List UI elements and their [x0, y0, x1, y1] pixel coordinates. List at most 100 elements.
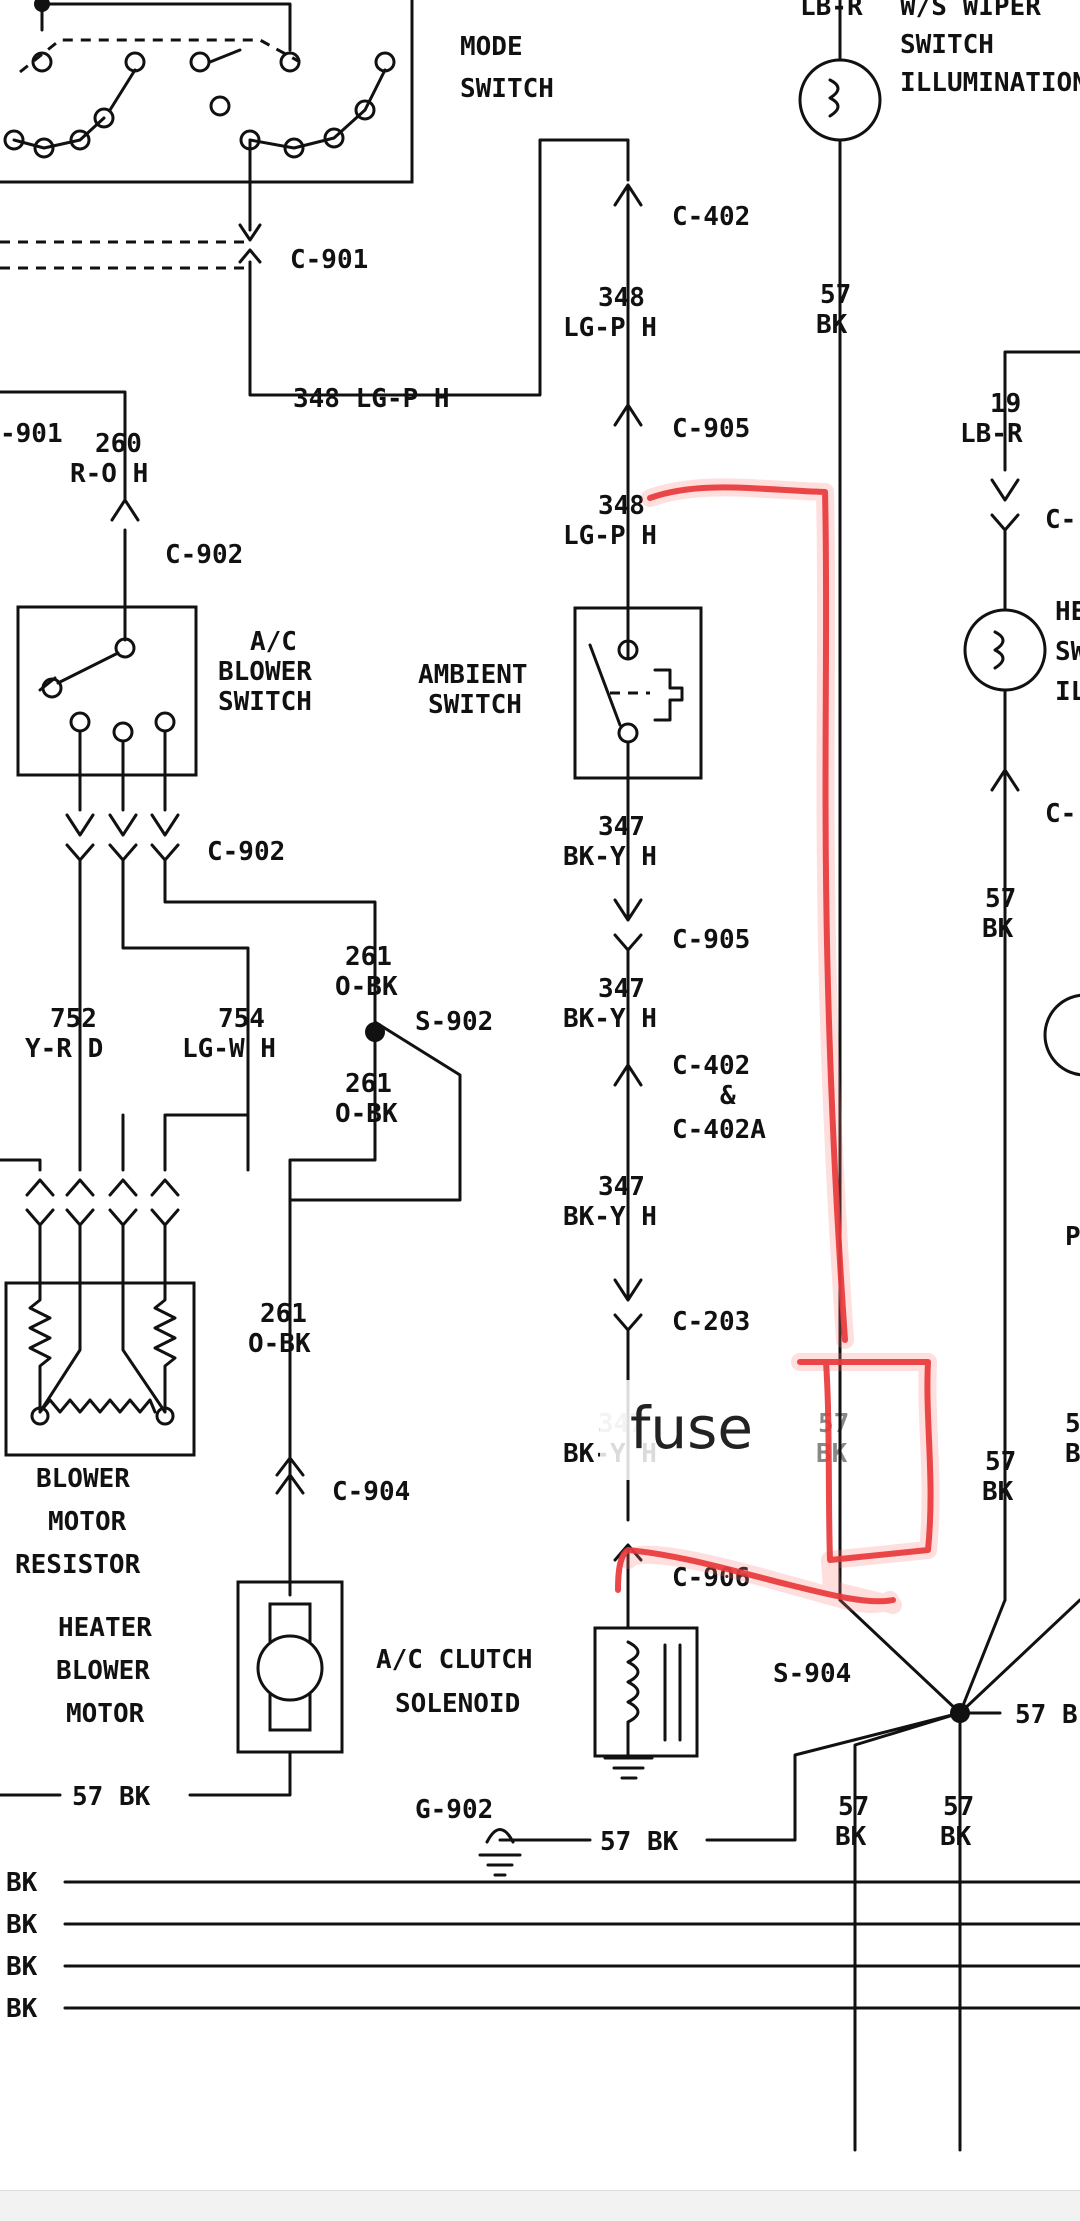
ac-blower-label-2: BLOWER [218, 657, 312, 687]
wiper-label-lbr: LB-R [800, 0, 863, 22]
w754-color: LG-W H [182, 1034, 276, 1064]
ground-bus [63, 1880, 1080, 2010]
c902-label-a: C-902 [165, 540, 243, 570]
w57-top-color: BK [816, 310, 848, 340]
bus-label-2: BK [6, 1910, 38, 1940]
heater-blower-motor [188, 1580, 344, 1797]
s902-splice [365, 1022, 385, 1042]
c904-label: C-904 [332, 1477, 410, 1507]
wire-348-horiz-label: 348 LG-P H [293, 384, 450, 414]
w347-a-num: 347 [598, 812, 645, 842]
bus-label-3: BK [6, 1952, 38, 1982]
wiper-label-1: W/S WIPER [900, 0, 1041, 22]
resistor-label-1: BLOWER [36, 1464, 130, 1494]
c905-label-b: C-905 [672, 925, 750, 955]
resistor-label-3: RESISTOR [15, 1550, 141, 1580]
wire-260 [0, 390, 140, 612]
g902-ground [478, 1828, 542, 1877]
w57-right-color: BK [982, 914, 1014, 944]
wire-348-vertical [613, 183, 643, 612]
w347-c-num: 347 [598, 1172, 645, 1202]
right-edge-il: IL [1055, 677, 1080, 707]
wire-19-57-right [990, 350, 1080, 1602]
w19-num: 19 [990, 389, 1021, 419]
right-edge-he: HE [1055, 597, 1080, 627]
ambient-switch-label-1: AMBIENT [418, 660, 528, 690]
blower-motor-resistor [4, 1178, 196, 1457]
w57-b0-color: BK [982, 1477, 1014, 1507]
bus-label-1: BK [6, 1868, 38, 1898]
s902-label: S-902 [415, 1007, 493, 1037]
w901-label: -901 [0, 419, 63, 449]
w347-c-color: BK-Y H [563, 1202, 657, 1232]
bottom-edge-bar [0, 2190, 1080, 2221]
ac-blower-label-1: A/C [250, 627, 297, 657]
wiper-switch-illumination [798, 0, 882, 1602]
w57-hbm-label: 57 BK [72, 1782, 151, 1812]
resistor-label-2: MOTOR [48, 1507, 127, 1537]
c402-label: C-402 [672, 202, 750, 232]
w261-a-num: 261 [345, 942, 392, 972]
w57-right-h-label: 57 B [1015, 1700, 1078, 1730]
w260-num: 260 [95, 429, 142, 459]
right-edge-5: 5 [1065, 1409, 1080, 1439]
w261-c-num: 261 [260, 1299, 307, 1329]
s904-splice [718, 1598, 1080, 2152]
g902-label: G-902 [415, 1795, 493, 1825]
right-c-label-1: C- [1045, 505, 1076, 535]
wire-348-upper [238, 138, 630, 397]
w57-b2-num: 57 [943, 1792, 974, 1822]
wiper-label-3: ILLUMINATION [900, 68, 1080, 98]
w348-top-color: LG-P H [563, 313, 657, 343]
c905-label-a: C-905 [672, 414, 750, 444]
w57-g902-label: 57 BK [600, 1827, 679, 1857]
w57-b1-color: BK [835, 1822, 867, 1852]
w57-top-num: 57 [820, 280, 851, 310]
ac-blower-label-3: SWITCH [218, 687, 312, 717]
w347-b-color: BK-Y H [563, 1004, 657, 1034]
s904-label: S-904 [773, 1659, 851, 1689]
mode-switch [0, 0, 414, 184]
w347-a-color: BK-Y H [563, 842, 657, 872]
w752-color: Y-R D [25, 1034, 103, 1064]
w348-top-num: 348 [598, 283, 645, 313]
hbm-label-2: BLOWER [56, 1656, 150, 1686]
ambient-switch [573, 606, 703, 780]
w348-mid-color: LG-P H [563, 521, 657, 551]
c203-label: C-203 [672, 1307, 750, 1337]
w261-b-num: 261 [345, 1069, 392, 1099]
right-edge-sw: SW [1055, 637, 1080, 667]
w19-color: LB-R [960, 419, 1023, 449]
w57-fuse-color: BK [816, 1439, 848, 1469]
blower-wiring [0, 858, 462, 1597]
right-c-label-2: C- [1045, 799, 1076, 829]
bus-label-4: BK [6, 1994, 38, 2024]
ambient-switch-label-2: SWITCH [428, 690, 522, 720]
wiper-label-2: SWITCH [900, 30, 994, 60]
w261-b-color: O-BK [335, 1099, 398, 1129]
w57-fuse-num: 57 [818, 1409, 849, 1439]
ac-clutch-label-2: SOLENOID [395, 1689, 520, 1719]
w348-mid-num: 348 [598, 491, 645, 521]
w260-color: R-O H [70, 459, 148, 489]
mode-switch-label-2: SWITCH [460, 74, 554, 104]
right-lamp-icon [963, 608, 1047, 692]
ac-blower-switch [16, 605, 198, 812]
ac-clutch-solenoid [593, 1543, 699, 1780]
hbm-label-3: MOTOR [66, 1699, 145, 1729]
c402a-label: C-402A [672, 1115, 766, 1145]
right-edge-p: P [1065, 1222, 1080, 1252]
hbm-label-1: HEATER [58, 1613, 152, 1643]
ac-clutch-label-1: A/C CLUTCH [376, 1645, 533, 1675]
w347-b-num: 347 [598, 974, 645, 1004]
c402-label-b: C-402 [672, 1051, 750, 1081]
fuse-annotation-label: fuse [630, 1394, 753, 1462]
w57-b1-num: 57 [838, 1792, 869, 1822]
w57-b0-num: 57 [985, 1447, 1016, 1477]
c402-amp: & [720, 1081, 736, 1111]
w261-c-color: O-BK [248, 1329, 311, 1359]
red-annotation [600, 478, 940, 1614]
w57-right-num: 57 [985, 884, 1016, 914]
w752-num: 752 [50, 1004, 97, 1034]
